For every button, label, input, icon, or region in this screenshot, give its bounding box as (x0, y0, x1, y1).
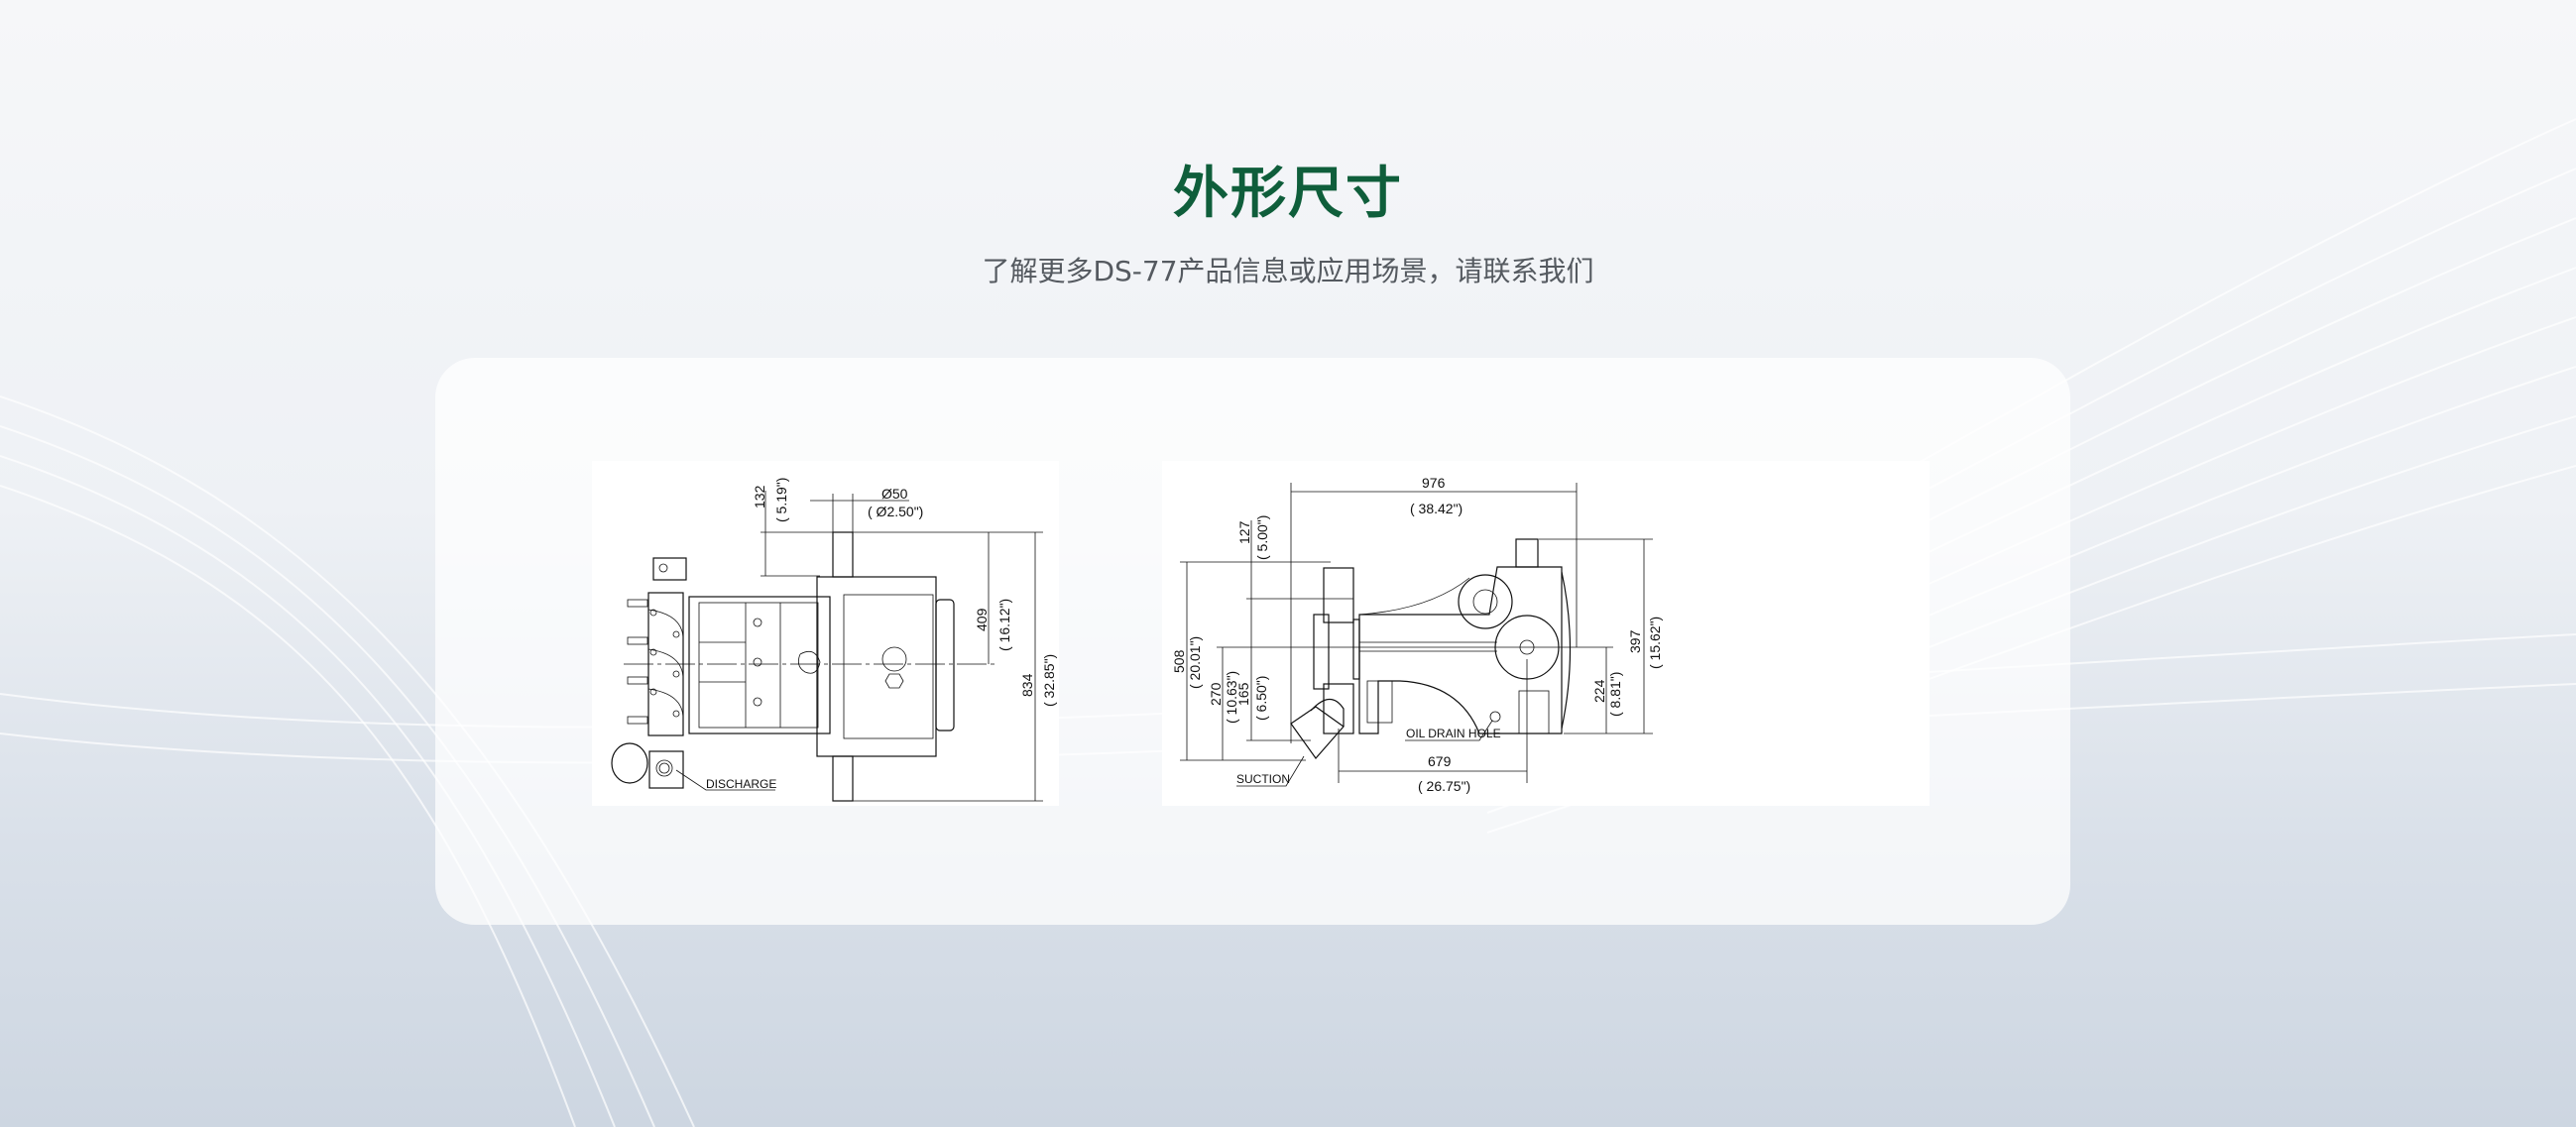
side-view-drawing: 976 ( 38.42") 127 ( 5.00") 508 ( 20.01")… (1162, 461, 1930, 806)
dim-224: 224 (1591, 679, 1607, 703)
dim-508: 508 (1171, 649, 1187, 673)
dim-834: 834 (1019, 673, 1035, 697)
dim-127: 127 (1236, 520, 1252, 544)
dim-270-inch: ( 10.63") (1224, 671, 1239, 724)
discharge-label: DISCHARGE (706, 777, 776, 791)
dim-409: 409 (974, 608, 990, 631)
dim-397: 397 (1627, 629, 1643, 653)
dim-679: 679 (1428, 753, 1452, 769)
top-view-drawing: 132 ( 5.19") Ø50 ( Ø2.50") 409 ( 16.12")… (592, 461, 1059, 806)
dim-165: 165 (1235, 682, 1251, 706)
dim-409-inch: ( 16.12") (996, 599, 1012, 651)
dim-270: 270 (1208, 682, 1224, 706)
dim-127-inch: ( 5.00") (1254, 515, 1270, 560)
dim-50: Ø50 (881, 486, 908, 502)
dim-976-inch: ( 38.42") (1410, 501, 1463, 516)
dim-397-inch: ( 15.62") (1647, 617, 1663, 669)
dim-165-inch: ( 6.50") (1253, 676, 1269, 721)
dim-50-inch: ( Ø2.50") (868, 504, 923, 519)
dim-976: 976 (1422, 475, 1446, 491)
dim-224-inch: ( 8.81") (1607, 672, 1623, 717)
dim-132-inch: ( 5.19") (773, 478, 789, 522)
dim-679-inch: ( 26.75") (1418, 778, 1470, 794)
page-subtitle: 了解更多DS-77产品信息或应用场景，请联系我们 (982, 255, 1594, 287)
suction-label: SUCTION (1236, 772, 1290, 786)
dim-132: 132 (752, 485, 767, 508)
dim-508-inch: ( 20.01") (1187, 636, 1203, 689)
page-title: 外形尺寸 (1173, 162, 1403, 226)
oil-drain-hole-label: OIL DRAIN HOLE (1406, 727, 1501, 740)
dim-834-inch: ( 32.85") (1041, 654, 1057, 707)
